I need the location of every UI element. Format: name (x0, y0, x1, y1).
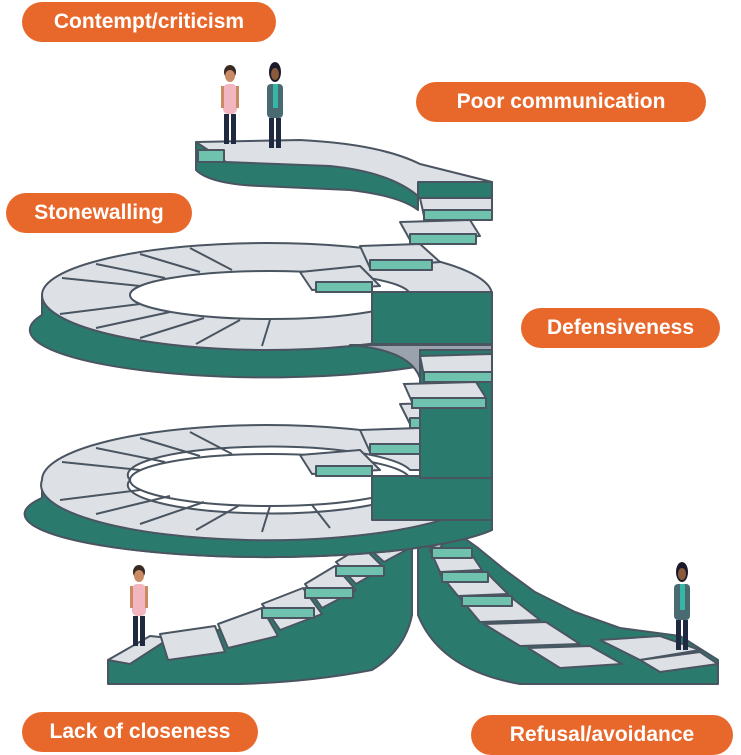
woman-dark-coat-figure (267, 62, 283, 148)
spiral-tier-upper (28, 195, 493, 379)
label-stonewalling: Stonewalling (6, 193, 192, 233)
label-contempt-criticism: Contempt/criticism (22, 2, 276, 42)
label-lack-of-closeness: Lack of closeness (22, 712, 258, 752)
top-landing (195, 139, 493, 211)
left-branch-steps (107, 527, 411, 665)
woman-dark-coat-figure-lower (674, 562, 690, 650)
column-steps (402, 352, 493, 409)
label-poor-communication: Poor communication (416, 82, 706, 122)
label-defensiveness: Defensiveness (521, 308, 720, 348)
label-refusal-avoidance: Refusal/avoidance (471, 715, 733, 755)
right-branch-steps (419, 527, 719, 673)
lower-branching-stairs (107, 519, 719, 685)
woman-pink-top-figure-lower (130, 565, 148, 646)
woman-pink-top-figure (221, 65, 239, 144)
